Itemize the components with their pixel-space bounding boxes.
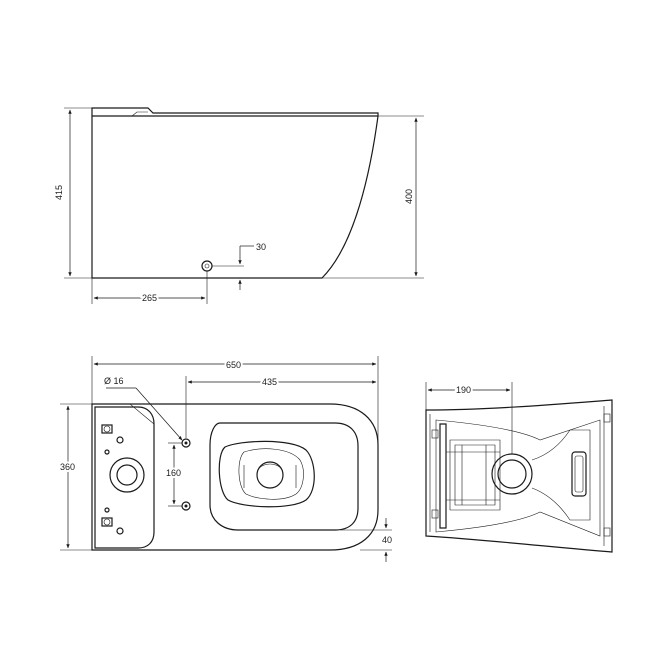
top-view: 650 435 Ø 16 360 160 40 bbox=[58, 356, 392, 562]
outlet-circle bbox=[201, 260, 213, 272]
dim-435-text: 435 bbox=[262, 377, 277, 387]
dim-160-text: 160 bbox=[166, 468, 181, 478]
foot-pad bbox=[571, 451, 587, 497]
dim-415-text: 415 bbox=[54, 185, 64, 200]
side-view: 415 400 30 265 bbox=[54, 107, 424, 305]
dim-400-text: 400 bbox=[404, 189, 414, 204]
bottom-outlet bbox=[497, 459, 527, 489]
bowl-outlet bbox=[256, 461, 284, 489]
flush-valve-hole bbox=[116, 464, 138, 486]
dim-650-text: 650 bbox=[226, 360, 241, 370]
flush-valve-ring bbox=[109, 457, 145, 493]
dim-40-text: 40 bbox=[382, 535, 392, 545]
dim-190-text: 190 bbox=[456, 385, 471, 395]
dim-360-text: 360 bbox=[60, 462, 75, 472]
dim-diameter-leader bbox=[135, 387, 183, 441]
dim-diameter-text: Ø 16 bbox=[104, 376, 124, 386]
bottom-view: 190 bbox=[425, 382, 613, 553]
dim-30-text: 30 bbox=[256, 242, 266, 252]
dim-265-text: 265 bbox=[142, 293, 157, 303]
